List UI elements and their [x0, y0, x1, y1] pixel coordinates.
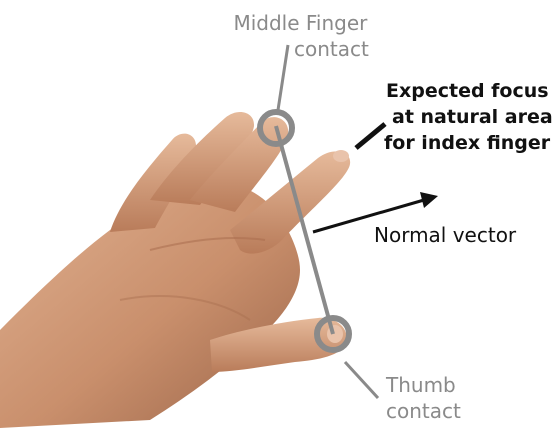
thumb-contact-label: Thumb contact [386, 372, 461, 424]
expected-focus-line-2: at natural area [386, 104, 557, 130]
middle-finger-contact-label: Middle Finger contact [232, 10, 369, 62]
middle-finger-label-line-2: contact [232, 36, 369, 62]
normal-vector-label: Normal vector [374, 222, 516, 248]
thumb-label-line-1: Thumb [386, 372, 461, 398]
expected-focus-line-1: Expected focus [386, 78, 557, 104]
middle-finger-label-line-1: Middle Finger [232, 10, 369, 36]
thumb-leader-line [345, 362, 378, 398]
thumb-label-line-2: contact [386, 398, 461, 424]
expected-focus-line-3: for index finger [384, 130, 557, 156]
hand-illustration [0, 112, 350, 428]
expected-focus-label: Expected focus at natural area for index… [386, 78, 557, 156]
focus-leader-line [356, 124, 385, 148]
